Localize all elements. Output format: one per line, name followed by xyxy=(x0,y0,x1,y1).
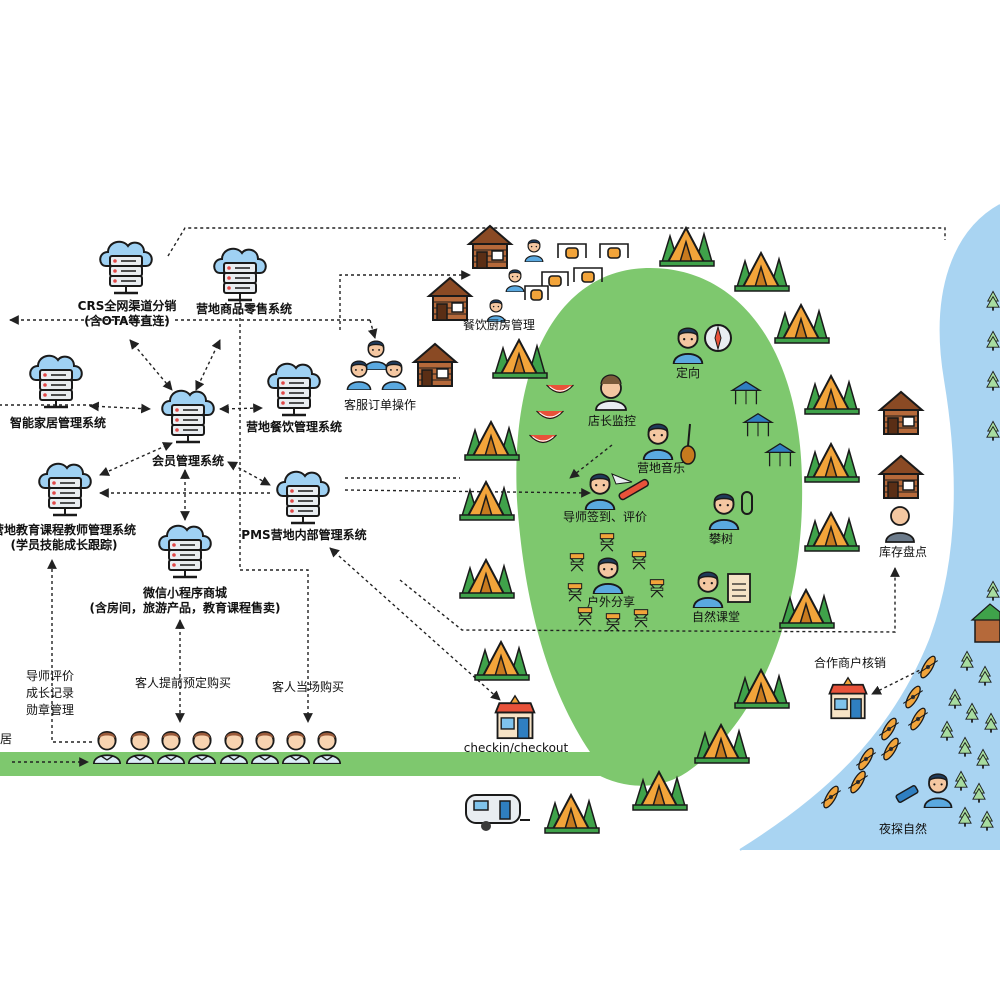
customer-service-staff xyxy=(346,340,407,390)
tutor-eval-line2: 成长记录 xyxy=(25,686,75,700)
signin-label: 导师签到、评价 xyxy=(562,510,648,524)
guitar-icon xyxy=(680,423,696,465)
kitchen-label: 餐饮厨房管理 xyxy=(462,318,536,332)
orienteering-label: 定向 xyxy=(675,366,701,380)
customer-service-label: 客服订单操作 xyxy=(343,398,417,412)
checkin-shop-icon xyxy=(494,694,536,740)
camp-area xyxy=(516,268,803,786)
catering-label: 营地餐饮管理系统 xyxy=(245,420,343,434)
onsite-label: 客人当场购买 xyxy=(271,680,345,694)
education-label-line2: (学员技能成长跟踪) xyxy=(10,538,118,552)
river xyxy=(740,205,1000,850)
smart-home-label: 智能家居管理系统 xyxy=(9,416,107,430)
retail-label: 营地商品零售系统 xyxy=(195,302,293,316)
catering-server-icon xyxy=(266,362,322,417)
inventory-staff xyxy=(885,506,915,543)
cabin-icon xyxy=(428,277,472,321)
compass-icon xyxy=(704,324,732,352)
pms-label: PMS营地内部管理系统 xyxy=(241,528,367,542)
manager-avatar xyxy=(595,374,627,411)
miniapp-label-line2: (含房间，旅游产品，教育课程售卖) xyxy=(89,601,281,615)
treehouse-icon xyxy=(970,603,1000,643)
member-label: 会员管理系统 xyxy=(151,454,225,468)
flow-lines xyxy=(0,227,946,767)
music-label: 营地音乐 xyxy=(636,461,686,475)
education-server-icon xyxy=(37,462,93,517)
miniapp-server-icon xyxy=(157,524,213,579)
inventory-label: 库存盘点 xyxy=(878,545,928,559)
cabin-icon xyxy=(413,343,457,387)
prebook-label: 客人提前预定购买 xyxy=(134,676,232,690)
home-partial-label: 居 xyxy=(0,732,13,746)
education-label-line1: 营地教育课程教师管理系统 xyxy=(0,523,137,537)
carabiner-icon xyxy=(741,491,753,515)
cabin-icon xyxy=(879,455,923,499)
nature-class-label: 自然课堂 xyxy=(691,610,741,624)
tutor-eval-label: 导师评价 成长记录 勋章管理 xyxy=(26,668,74,719)
caravan-icon xyxy=(465,794,530,831)
flashlight-icon xyxy=(895,785,919,803)
crs-label-line1: CRS全网渠道分销 xyxy=(77,299,177,313)
pocket-knife-icon xyxy=(611,473,650,501)
checkin-label: checkin/checkout xyxy=(463,741,569,755)
miniapp-label: 微信小程序商城 (含房间，旅游产品，教育课程售卖) xyxy=(90,586,281,616)
manager-label: 店长监控 xyxy=(587,414,637,428)
crs-server-icon xyxy=(98,240,154,295)
retail-server-icon xyxy=(212,247,268,302)
education-label: 营地教育课程教师管理系统 (学员技能成长跟踪) xyxy=(0,523,136,553)
checklist-icon xyxy=(727,573,751,603)
pms-server-icon xyxy=(275,470,331,525)
night-label: 夜探自然 xyxy=(878,822,928,836)
cabin-icon xyxy=(468,225,512,269)
climbing-label: 攀树 xyxy=(708,532,734,546)
member-server-icon xyxy=(160,389,216,444)
partner-shop-icon xyxy=(828,676,868,720)
tutor-eval-line1: 导师评价 xyxy=(25,669,75,683)
cabin-icon xyxy=(879,391,923,435)
crs-label: CRS全网渠道分销 (含OTA等直连) xyxy=(78,299,177,329)
miniapp-label-line1: 微信小程序商城 xyxy=(142,586,228,600)
crs-label-line2: (含OTA等直连) xyxy=(84,314,170,328)
smart-home-server-icon xyxy=(28,354,84,409)
tutor-eval-line3: 勋章管理 xyxy=(25,703,75,717)
sharing-label: 户外分享 xyxy=(586,595,636,609)
kitchen-staff xyxy=(486,239,629,322)
partner-label: 合作商户核销 xyxy=(813,656,887,670)
